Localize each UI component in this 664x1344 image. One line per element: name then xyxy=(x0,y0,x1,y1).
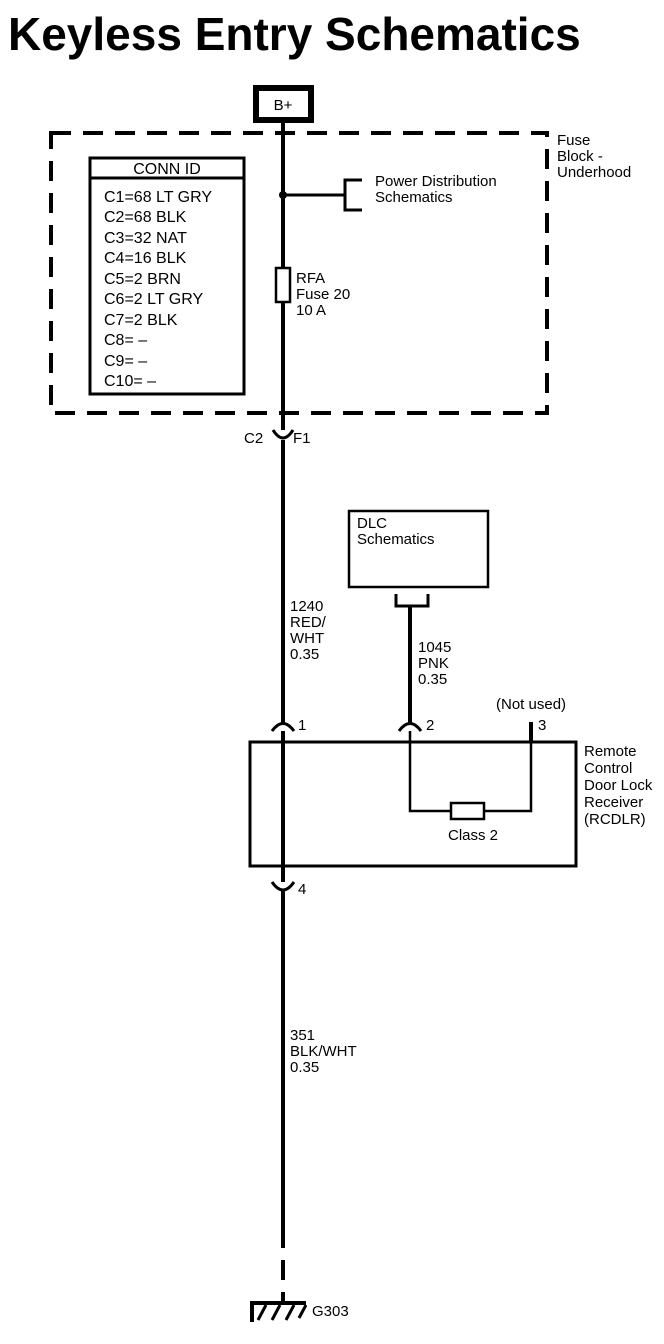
ground-g303-icon xyxy=(250,1292,308,1322)
fuse-label: 10 A xyxy=(296,302,326,319)
conn-id-row: C10= – xyxy=(104,373,156,390)
fuse-block-name-line: Underhood xyxy=(557,164,631,181)
rcdlr-name-line: Door Lock xyxy=(584,777,653,794)
connector-c2-label: C2 xyxy=(244,430,263,447)
pin-2-connector-icon xyxy=(397,722,423,732)
wire-1240-label: 0.35 xyxy=(290,646,319,663)
fuse-block-name-line: Fuse xyxy=(557,132,590,149)
fuse-block-name-line: Block - xyxy=(557,148,603,165)
wire-1240-label: WHT xyxy=(290,630,324,647)
rcdlr-name-line: Remote xyxy=(584,743,637,760)
conn-id-row: C3=32 NAT xyxy=(104,230,187,247)
conn-id-row: C2=68 BLK xyxy=(104,209,187,226)
rcdlr-name-line: Control xyxy=(584,760,632,777)
dlc-schematics-box xyxy=(347,509,490,589)
pin-1-connector-icon xyxy=(270,722,296,732)
rcdlr-name-line: (RCDLR) xyxy=(584,811,646,828)
conn-id-row: C7=2 BLK xyxy=(104,312,178,329)
pin-4-label: 4 xyxy=(298,881,306,898)
class-2-circuit xyxy=(408,731,533,813)
conn-id-table: CONN ID C1=68 LT GRY C2=68 BLK C3=32 NAT… xyxy=(88,156,246,396)
pin-3-label: 3 xyxy=(538,717,546,734)
wire-1240-label: 1240 xyxy=(290,598,323,615)
wire-1240-label: RED/ xyxy=(290,614,327,631)
fuse-label: Fuse 20 xyxy=(296,286,350,303)
conn-id-row: C6=2 LT GRY xyxy=(104,291,203,308)
dlc-schematics-label: Schematics xyxy=(357,531,435,548)
fuse-label: RFA xyxy=(296,270,325,287)
wire-1045-label: 0.35 xyxy=(418,671,447,688)
class-2-resistor-icon xyxy=(449,801,486,821)
conn-id-row: C1=68 LT GRY xyxy=(104,189,212,206)
conn-id-row: C9= – xyxy=(104,353,147,370)
power-distribution-bracket xyxy=(343,178,362,212)
rcdlr-name: Remote Control Door Lock Receiver (RCDLR… xyxy=(584,743,653,828)
class-2-label: Class 2 xyxy=(448,827,498,844)
rcdlr-module-box xyxy=(248,740,578,868)
conn-id-row: C5=2 BRN xyxy=(104,271,181,288)
wire-1045-label: 1045 xyxy=(418,639,451,656)
wire-351-label: 0.35 xyxy=(290,1059,319,1076)
pin-1-label: 1 xyxy=(298,717,306,734)
rcdlr-name-line: Receiver xyxy=(584,794,643,811)
page-title: Keyless Entry Schematics xyxy=(8,8,581,60)
dlc-schematics-label: DLC xyxy=(357,515,387,532)
not-used-label: (Not used) xyxy=(496,696,566,713)
fuse-block-outline xyxy=(49,131,549,415)
connector-c2-f1-icon xyxy=(271,429,295,440)
fuse-block-name: Fuse Block - Underhood xyxy=(557,132,631,181)
pin-2-label: 2 xyxy=(426,717,434,734)
battery-positive-label: B+ xyxy=(274,97,293,114)
connector-f1-label: F1 xyxy=(293,430,311,447)
pin-4-connector-icon xyxy=(270,881,296,892)
ground-label: G303 xyxy=(312,1303,349,1320)
power-distribution-label: Schematics xyxy=(375,189,453,206)
wire-1045-label: PNK xyxy=(418,655,449,672)
fuse-symbol xyxy=(274,266,292,304)
conn-id-header: CONN ID xyxy=(133,161,201,178)
wire-351-label: BLK/WHT xyxy=(290,1043,357,1060)
dlc-connector-bracket xyxy=(394,594,430,608)
conn-id-row: C4=16 BLK xyxy=(104,250,187,267)
power-distribution-label: Power Distribution xyxy=(375,173,497,190)
wire-351-label: 351 xyxy=(290,1027,315,1044)
conn-id-row: C8= – xyxy=(104,332,147,349)
